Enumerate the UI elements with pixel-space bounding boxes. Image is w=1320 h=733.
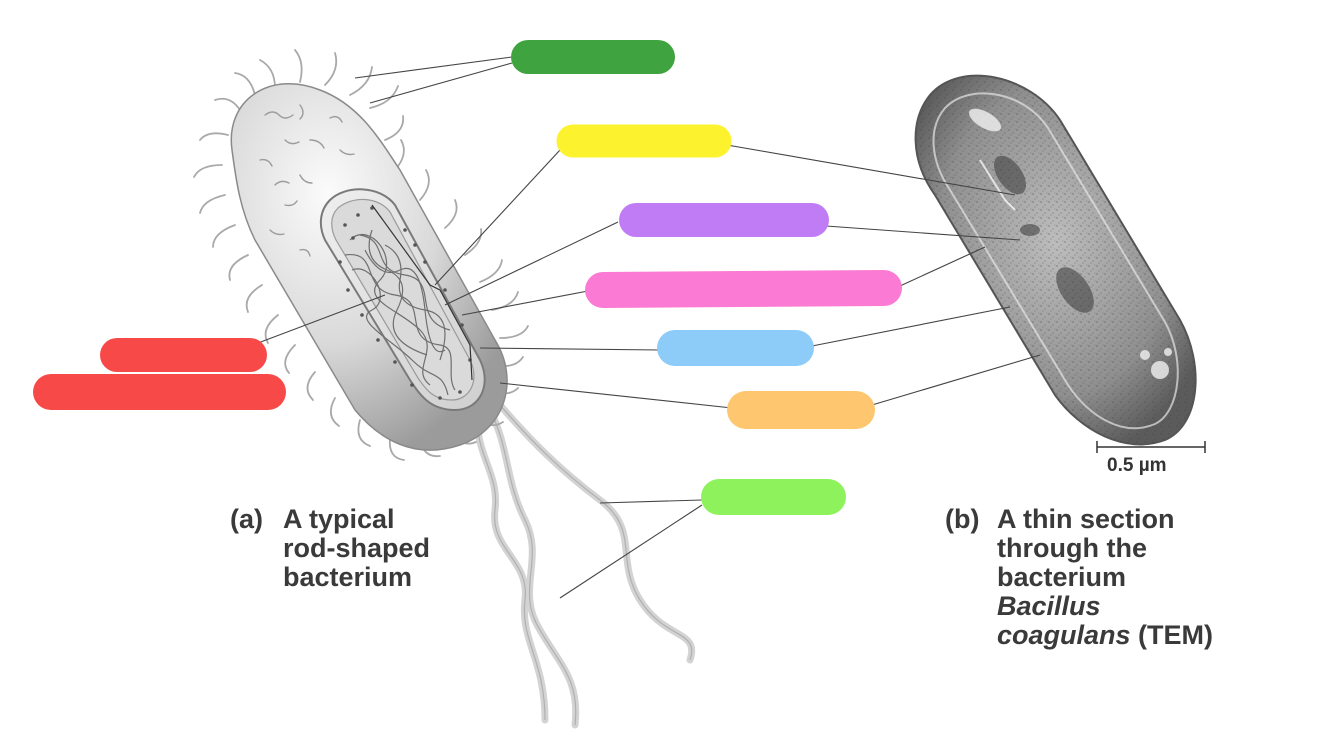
caption-a-tag: (a) [230, 504, 263, 534]
nucleoid [344, 229, 456, 396]
caption-b-species-genus: Bacillus [997, 591, 1101, 621]
caption-a-line-3: bacterium [283, 562, 413, 592]
flagella [474, 401, 696, 729]
caption-a-line-2: rod-shaped [283, 533, 431, 563]
caption-b-line-1: A thin section [997, 504, 1175, 534]
scale-bar-label: 0.5 µm [1107, 455, 1167, 476]
caption-b-method: (TEM) [1130, 620, 1214, 650]
caption-b-line-2: through the [997, 533, 1147, 563]
caption-a-line-1: A typical [283, 504, 395, 534]
scale-bar [1096, 441, 1206, 453]
caption-a-text: A typical rod-shaped bacterium [283, 505, 430, 592]
label-block-pink[interactable] [585, 270, 902, 308]
caption-b-species-name: coagulans [997, 620, 1131, 650]
pili [193, 49, 529, 461]
label-blocks [33, 40, 902, 515]
tem-micrograph [914, 74, 1197, 446]
bacterium-illustration [193, 49, 696, 729]
leader-lines [257, 56, 1041, 599]
caption-b-tag: (b) [945, 504, 980, 534]
ribosomes [338, 206, 472, 400]
caption-b-text: A thin section through the bacterium Bac… [997, 505, 1213, 650]
caption-b-line-3: bacterium [997, 562, 1127, 592]
